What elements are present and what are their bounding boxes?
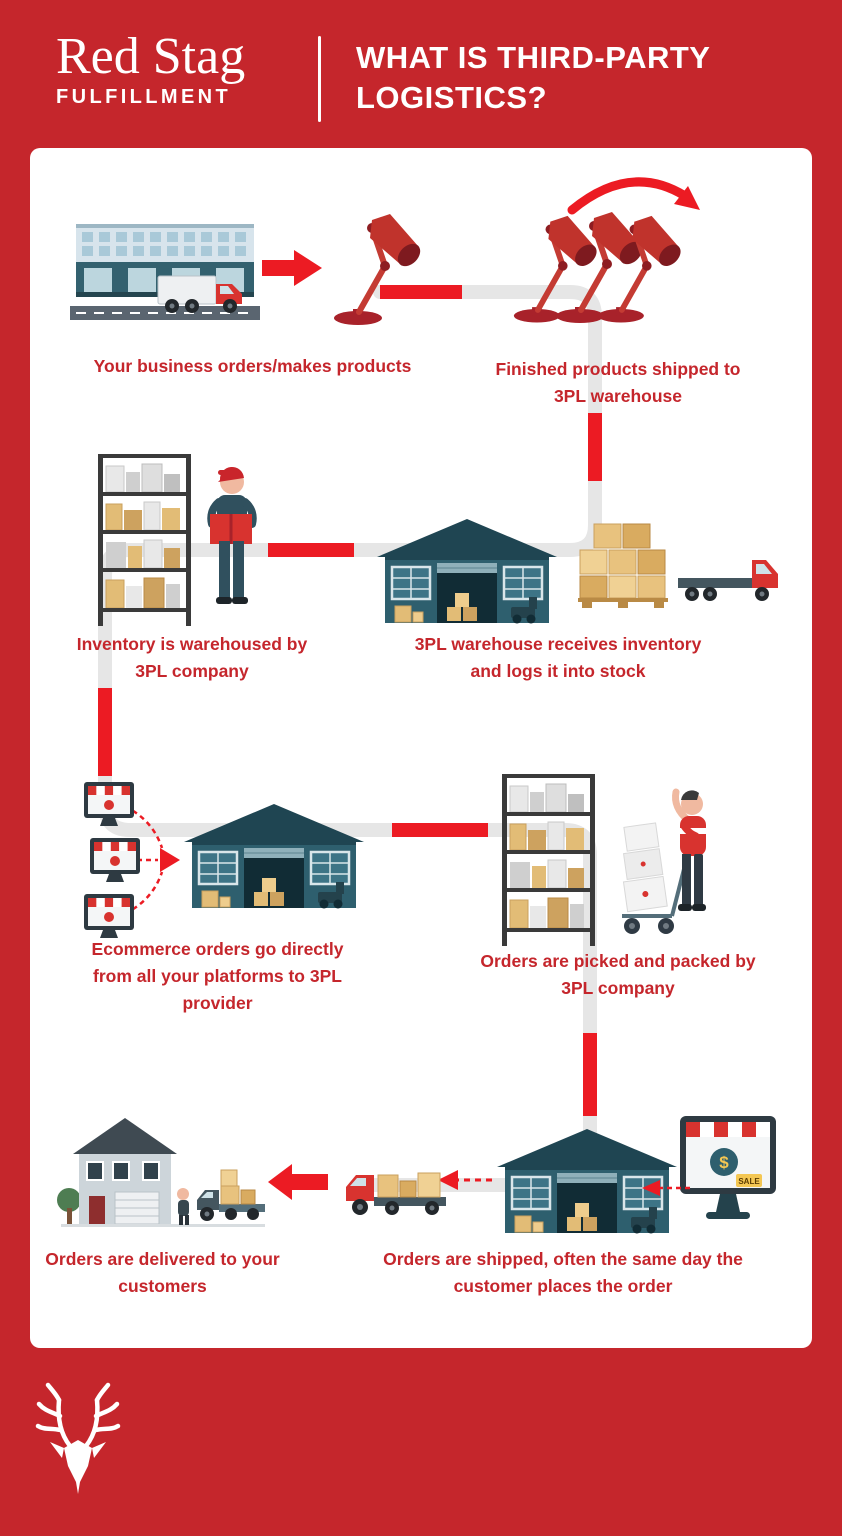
warehouse-worker-svg <box>207 466 257 604</box>
factory-to-lamp-arrow <box>262 250 322 286</box>
step5-caption: Ecommerce orders go directly from all yo… <box>91 939 344 1014</box>
step4-caption: 3PL warehouse receives inventory and log… <box>414 634 702 682</box>
customer-house-illustration <box>55 1108 270 1236</box>
desk-lamp-svg <box>330 212 430 327</box>
webshop-monitor-svg: $ SALE <box>680 1116 776 1219</box>
step7-caption: Orders are delivered to your customers <box>45 1249 280 1297</box>
box-stack <box>579 523 666 599</box>
lamp-group-svg <box>510 210 695 328</box>
packer-with-cart-illustration <box>608 778 718 943</box>
delivery-person <box>177 1188 189 1225</box>
production-loop-arrow <box>567 177 700 215</box>
warehouse-orders-illustration <box>182 798 367 910</box>
logo-subtitle: FULFILLMENT <box>56 86 232 109</box>
desk-lamp-illustration <box>330 212 430 327</box>
platform-to-warehouse-dashed-arrows <box>107 798 180 922</box>
warehouse-worker-illustration <box>192 458 270 628</box>
header-divider <box>318 36 321 122</box>
header: Red Stag FULFILLMENT WHAT IS THIRD-PARTY… <box>0 0 842 148</box>
ecommerce-monitors-illustration <box>82 782 177 942</box>
webshop-monitor-illustration: $ SALE <box>680 1116 776 1238</box>
delivery-arrow <box>268 1164 328 1200</box>
inventory-shelf-illustration <box>97 448 193 627</box>
warehouse-receiving-illustration <box>375 513 560 625</box>
order-dashed-arrow <box>636 1176 692 1200</box>
inventory-shelf-svg <box>97 453 192 627</box>
shipping-truck-svg <box>346 1172 446 1215</box>
factory-truck <box>157 275 242 313</box>
picking-shelf-illustration <box>501 768 597 947</box>
sale-tag: SALE <box>738 1177 760 1186</box>
pallet <box>578 598 668 608</box>
step8-caption: Orders are shipped, often the same day t… <box>383 1249 743 1297</box>
warehouse-orders-svg <box>182 802 366 910</box>
brand-logo: Red Stag FULFILLMENT <box>56 28 245 109</box>
step6-caption: Orders are picked and packed by 3PL comp… <box>480 951 756 999</box>
pallet-and-truck-svg <box>578 523 778 608</box>
packer-person <box>672 788 706 911</box>
packer-with-cart-svg <box>622 788 706 934</box>
stag-antlers <box>35 1382 121 1449</box>
factory-windows <box>82 232 246 256</box>
stag-head <box>50 1440 106 1494</box>
price-symbol: $ <box>719 1153 729 1172</box>
flow-route-highlights <box>98 285 602 1116</box>
stag-logo <box>32 1382 124 1504</box>
logo-wordmark: Red Stag <box>56 28 246 85</box>
flowchart-card: $ SALE Your business orders/makes produc… <box>30 148 812 1348</box>
picking-shelf-svg <box>501 773 596 947</box>
factory-illustration <box>70 220 260 328</box>
step3-caption: Inventory is warehoused by 3PL company <box>76 634 308 682</box>
ecommerce-monitors-svg <box>84 782 140 938</box>
page-title: WHAT IS THIRD-PARTY LOGISTICS? <box>356 40 710 115</box>
flow-path <box>98 177 700 1200</box>
customer-house-svg <box>57 1118 265 1227</box>
order-dashed-arrow-svg <box>642 1180 690 1196</box>
factory-svg <box>70 224 260 320</box>
cart-boxes <box>622 822 668 913</box>
delivery-truck <box>197 1169 265 1221</box>
step1-caption: Your business orders/makes products <box>93 356 412 376</box>
warehouse-receiving-svg <box>375 517 559 625</box>
arriving-truck <box>678 560 778 601</box>
stag-logo-svg <box>35 1382 121 1494</box>
webshop-awning <box>686 1122 770 1137</box>
shipping-truck-illustration <box>340 1153 452 1217</box>
flow-route-track <box>98 285 602 1192</box>
shipping-dashed-arrow <box>438 1170 492 1190</box>
lamp-group-illustration <box>510 210 695 328</box>
pallet-and-truck-illustration <box>578 508 783 610</box>
step2-caption: Finished products shipped to 3PL warehou… <box>495 359 741 407</box>
